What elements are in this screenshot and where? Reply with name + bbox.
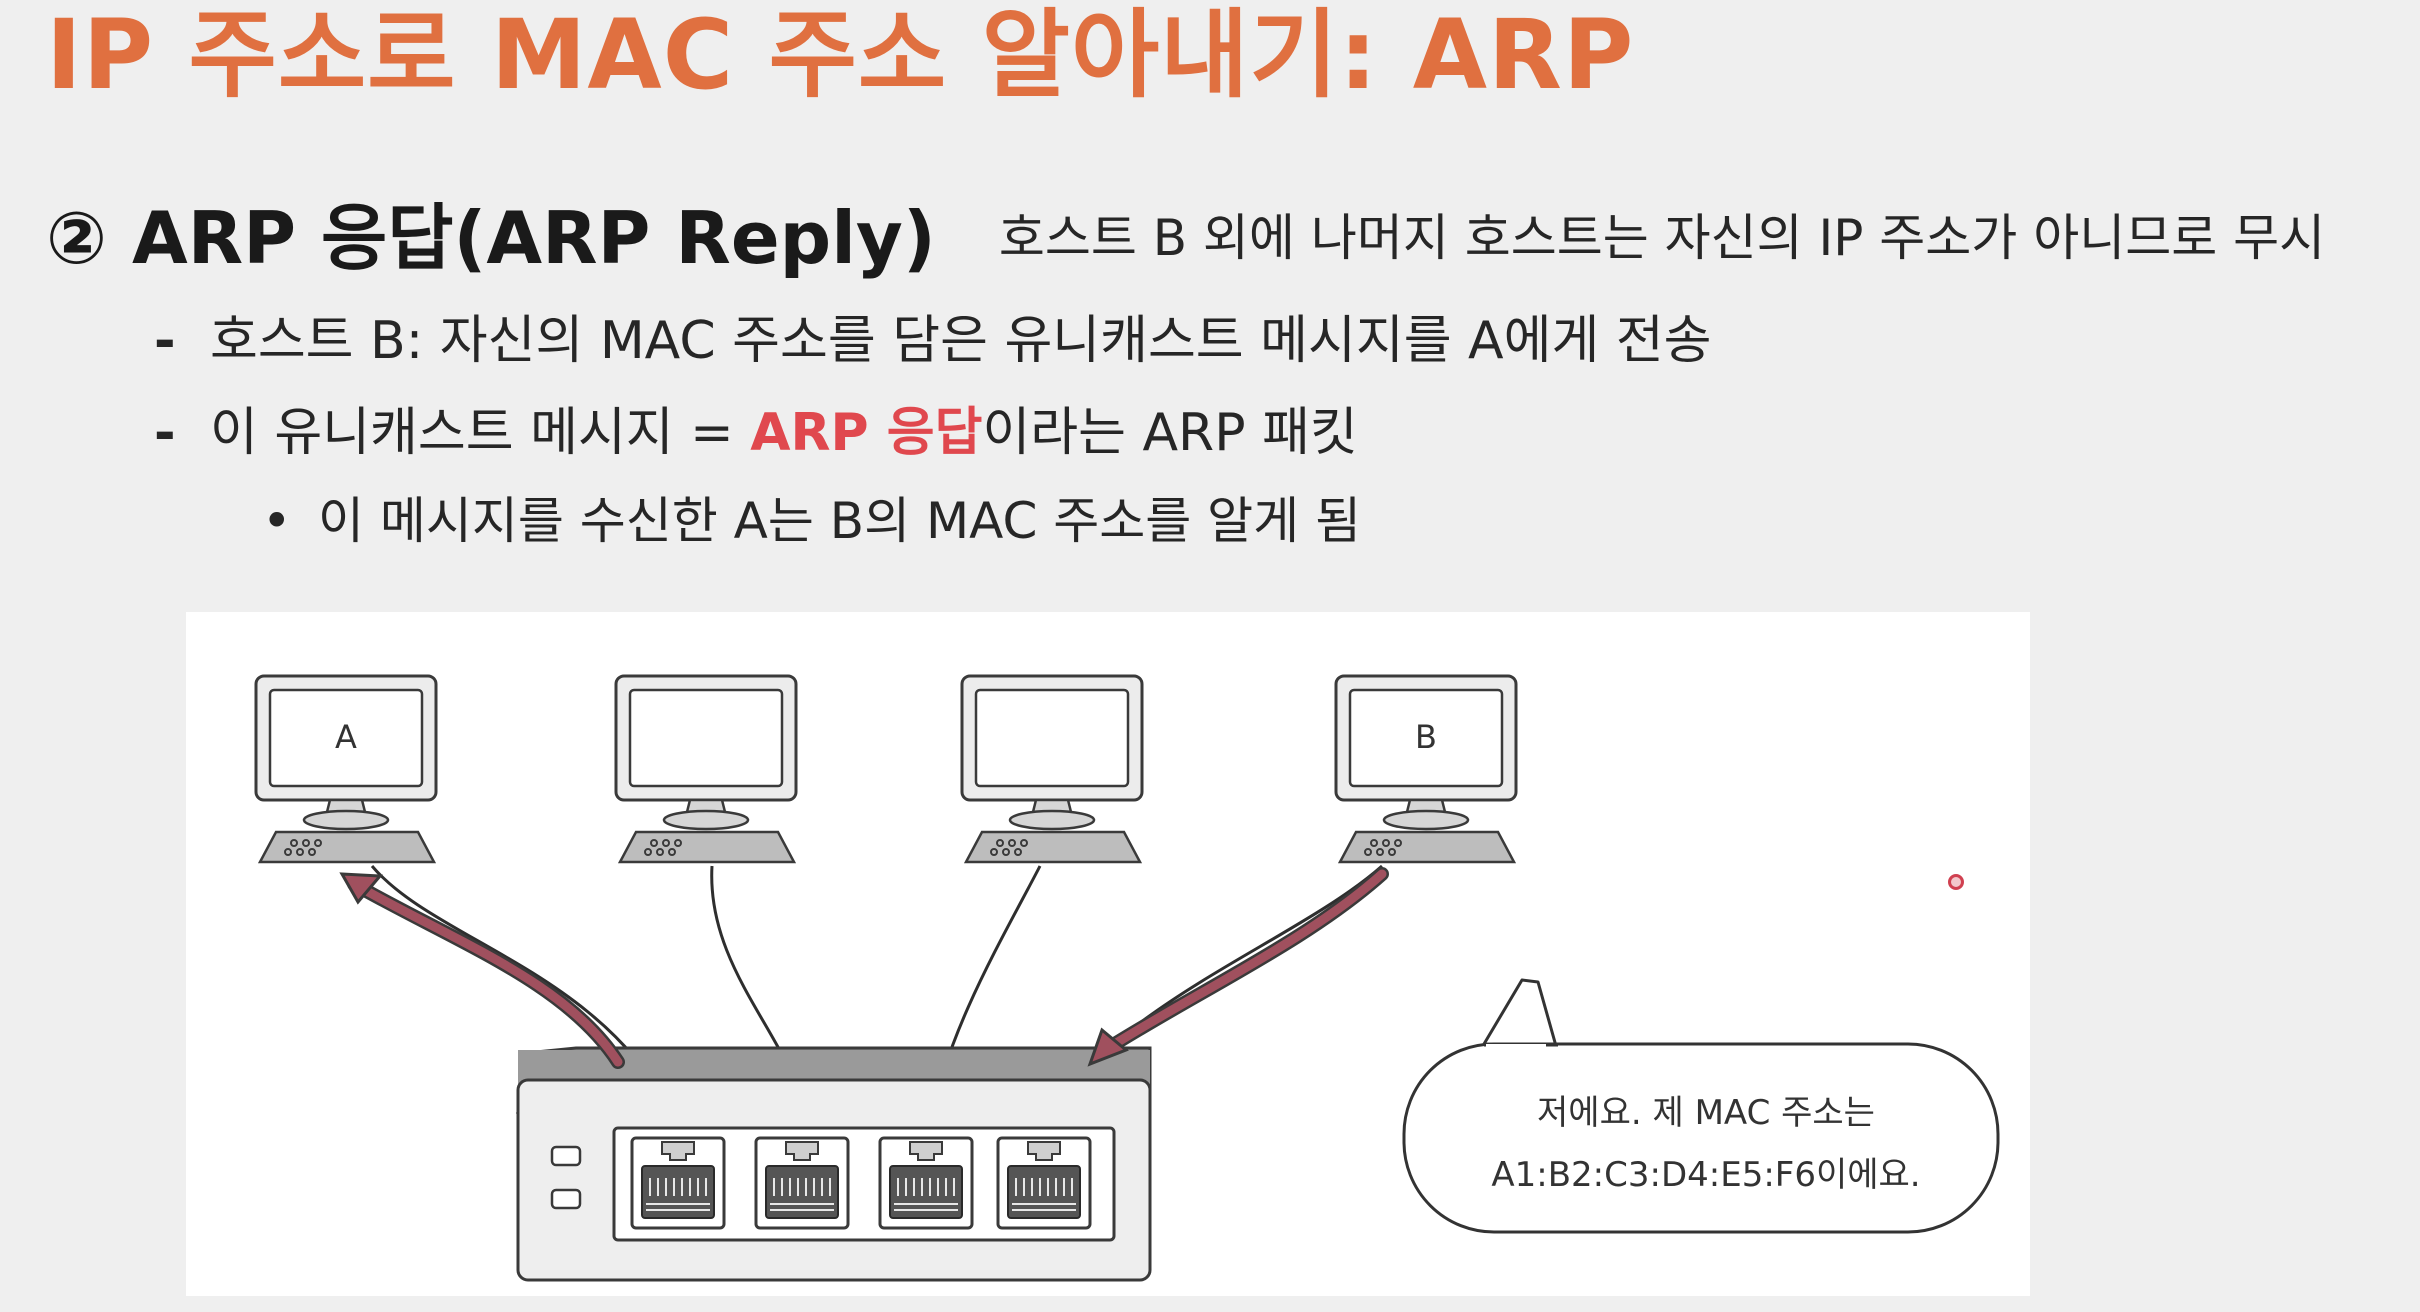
speech-line-2: A1:B2:C3:D4:E5:F6이에요.	[1491, 1155, 1920, 1195]
diagram-svg: A B 저에요. 제 MAC 주소는 A1:B2:C3:D4:E5:F6이에요.	[254, 674, 2000, 1282]
arp-reply-diagram: A B 저에요. 제 MAC 주소는 A1:B2:C3:D4:E5:F6이에요.	[186, 612, 2030, 1296]
speech-bubble: 저에요. 제 MAC 주소는 A1:B2:C3:D4:E5:F6이에요.	[1402, 978, 2000, 1234]
arp-reply-highlight: ARP 응답	[750, 403, 983, 463]
bullet-text: 호스트 B: 자신의 MAC 주소를 담은 유니캐스트 메시지를 A에게 전송	[210, 311, 1712, 371]
section-note: 호스트 B 외에 나머지 호스트는 자신의 IP 주소가 아니므로 무시	[998, 209, 2326, 267]
reply-arrow-b-to-switch	[1097, 869, 1387, 1057]
section-heading-row: ② ARP 응답(ARP Reply) 호스트 B 외에 나머지 호스트는 자신…	[46, 190, 2325, 286]
host-b-computer	[1334, 674, 1518, 864]
host-2-computer	[614, 674, 798, 864]
bullet-text-suffix: 이라는 ARP 패킷	[982, 403, 1358, 463]
arrowhead-at-host-a-icon	[339, 872, 384, 905]
bullet-text-prefix: 이 유니캐스트 메시지 =	[210, 403, 751, 463]
host-a-label: A	[335, 718, 357, 756]
arrowhead-at-switch-icon	[1087, 1027, 1129, 1067]
switch-led-icon	[550, 1188, 582, 1210]
slide-title: IP 주소로 MAC 주소 알아내기: ARP	[46, 0, 1635, 111]
network-switch	[515, 1046, 1152, 1282]
reply-arrow-outline-a	[347, 877, 625, 1069]
reply-arrow-switch-to-a	[349, 879, 623, 1067]
sub-bullet-marker: •	[262, 492, 292, 550]
bullet-host-b: -호스트 B: 자신의 MAC 주소를 담은 유니캐스트 메시지를 A에게 전송	[154, 306, 1712, 376]
section-heading: ② ARP 응답(ARP Reply)	[46, 196, 936, 280]
host-3-computer	[960, 674, 1144, 864]
switch-port-2	[754, 1136, 850, 1230]
switch-port-4	[996, 1136, 1092, 1230]
sub-bullet-text: 이 메시지를 수신한 A는 B의 MAC 주소를 알게 됨	[318, 492, 1362, 550]
speech-line-1: 저에요. 제 MAC 주소는	[1537, 1093, 1875, 1133]
host-b-label: B	[1415, 718, 1437, 756]
bullet-marker: -	[154, 311, 176, 371]
pointer-dot-icon	[1948, 874, 1964, 890]
host-a-computer	[254, 674, 438, 864]
sub-bullet-a-learns: • 이 메시지를 수신한 A는 B의 MAC 주소를 알게 됨	[262, 486, 1361, 556]
switch-led-icon	[550, 1145, 582, 1167]
switch-port-1	[630, 1136, 726, 1230]
arp-reply-path	[347, 867, 1389, 1069]
bullet-marker: -	[154, 403, 176, 463]
switch-port-3	[878, 1136, 974, 1230]
bullet-unicast-message: -이 유니캐스트 메시지 = ARP 응답이라는 ARP 패킷	[154, 398, 1358, 468]
